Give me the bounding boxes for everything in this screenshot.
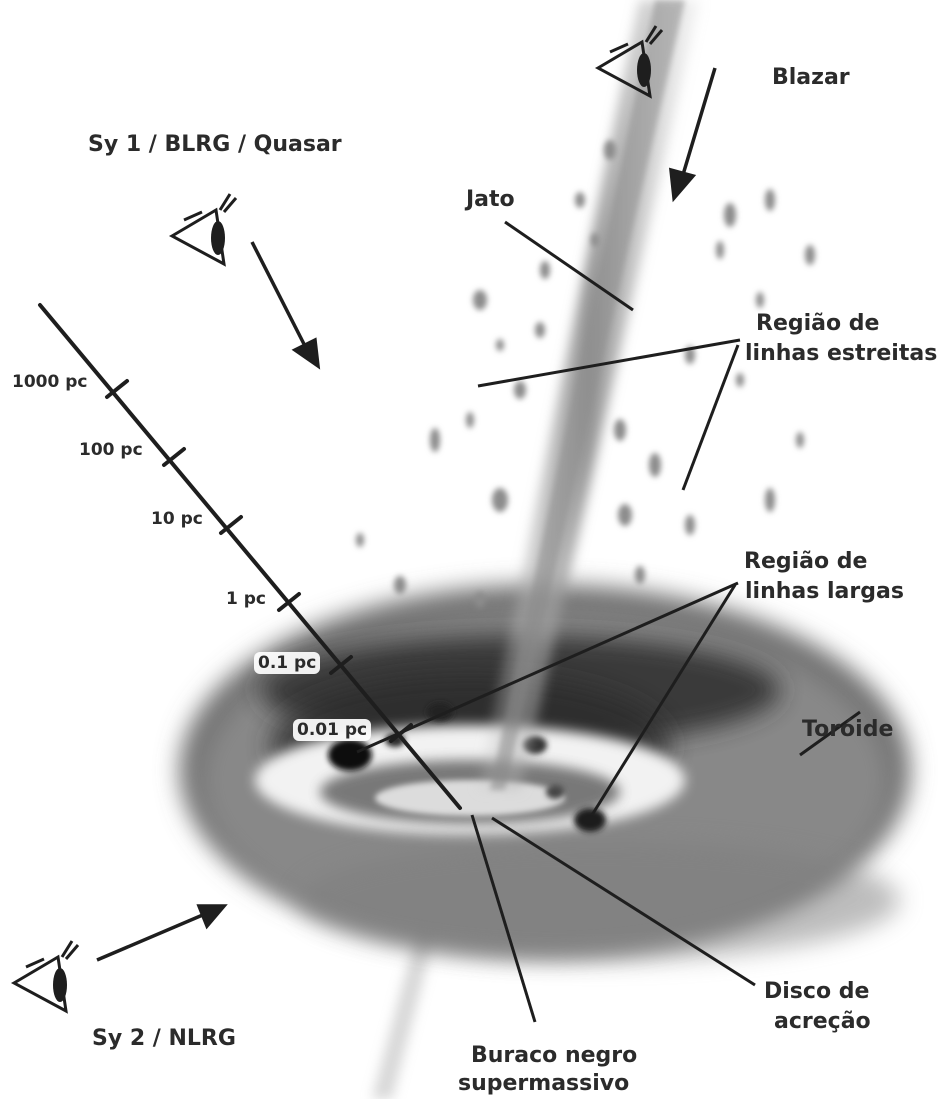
scale-label-0.01pc: 0.01 pc: [293, 719, 371, 741]
scale-label-10pc: 10 pc: [151, 509, 203, 529]
scale-label-1pc: 1 pc: [226, 589, 266, 609]
blr-label-line1: Região de: [744, 548, 867, 576]
disk-label-line2: acreção: [774, 1008, 871, 1036]
bh-label-line2: supermassivo: [458, 1070, 629, 1098]
eye-icon: [14, 941, 78, 1011]
eye-icon: [172, 194, 236, 264]
blazar-label: Blazar: [772, 64, 850, 92]
scale-label-100pc: 100 pc: [79, 440, 143, 460]
disk-label-line1: Disco de: [764, 978, 869, 1006]
nlr-label-line2: linhas estreitas: [745, 340, 937, 368]
bh-label-line1: Buraco negro: [471, 1042, 637, 1070]
type1-viewer-label: Sy 1 / BLRG / Quasar: [88, 131, 342, 159]
scale-label-1000pc: 1000 pc: [12, 372, 87, 392]
type2-viewer-label: Sy 2 / NLRG: [92, 1025, 236, 1053]
blr-label-line2: linhas largas: [745, 578, 904, 606]
nlr-label-line1: Região de: [756, 310, 879, 338]
torus-label: Toróide: [802, 716, 893, 744]
nlr-leader-line-b: [683, 345, 738, 490]
scale-label-0.1pc: 0.1 pc: [254, 652, 320, 674]
jet-label: Jato: [466, 186, 515, 214]
